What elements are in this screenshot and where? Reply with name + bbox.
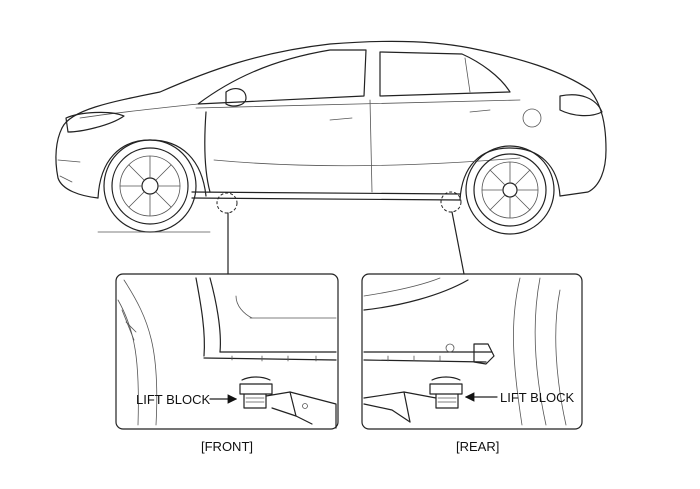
rear-lift-block [429,376,463,409]
front-lift-block [239,376,273,409]
front-lift-point-marker [216,192,238,214]
front-caption: [FRONT] [201,439,253,454]
front-wheel [103,139,197,233]
front-detail-panel [115,273,339,430]
rear-caption: [REAR] [456,439,499,454]
rear-wheel [465,145,555,235]
front-lift-block-label: LIFT BLOCK [136,392,211,407]
rear-lift-block-label: LIFT BLOCK [500,390,575,405]
rear-lift-point-marker [440,191,462,213]
car-side-view [55,40,607,235]
rear-detail-panel [361,273,583,430]
rear-leader-line [451,211,465,275]
